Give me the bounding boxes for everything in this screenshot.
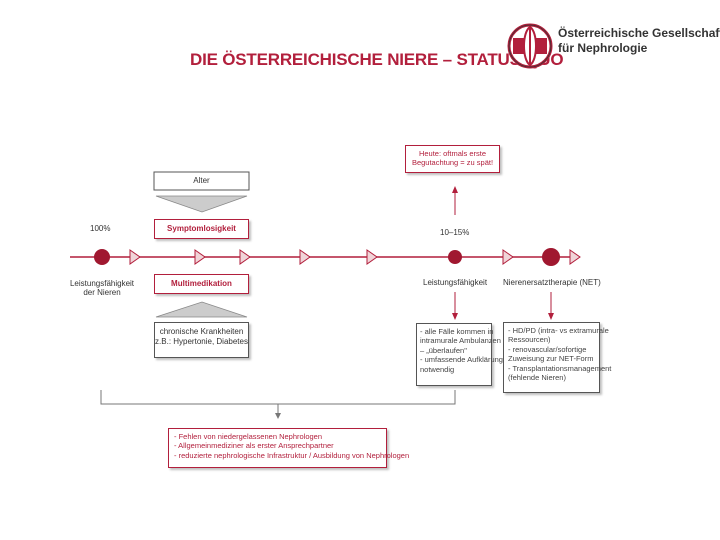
timeline-arrow-7: [569, 249, 581, 265]
logo-text-line1: Österreichische Gesellschaft: [558, 26, 720, 40]
alter-box-shape: [153, 171, 250, 191]
alter-label: Alter: [193, 176, 210, 185]
logo-text-line2: für Nephrologie: [558, 41, 648, 55]
start-percent-label: 100%: [90, 224, 111, 233]
timeline-arrow-6: [502, 249, 514, 265]
timeline-arrow-3: [239, 249, 251, 265]
node-start: [94, 249, 110, 265]
multimedikation-label: Multimedikation: [171, 279, 232, 288]
bracket: [100, 390, 456, 405]
mid-capacity-label: Leistungsfähigkeit: [423, 278, 488, 287]
timeline-arrow-1: [129, 249, 141, 265]
heute-box: Heute: oftmals erste Begutachtung = zu s…: [405, 145, 500, 173]
start-capacity-label: Leistungsfähigkeit der Nieren: [69, 279, 135, 297]
nephrology-society-logo: [507, 23, 553, 69]
node-mid: [448, 250, 462, 264]
bracket-arrowhead: [275, 413, 281, 419]
timeline-arrow-5: [366, 249, 378, 265]
chronic-chevron-up: [155, 301, 248, 318]
node-end: [542, 248, 560, 266]
end-down-arrowhead: [548, 313, 554, 320]
mid-down-arrowhead: [452, 313, 458, 320]
chronic-diseases-box: chronische Krankheiten z.B.: Hypertonie,…: [154, 322, 249, 358]
mid-details-box: - alle Fälle kommen in intramurale Ambul…: [416, 323, 503, 386]
bottom-summary-box: - Fehlen von niedergelassenen Nephrologe…: [168, 428, 409, 468]
timeline-arrow-4: [299, 249, 311, 265]
mid-up-arrowhead: [452, 186, 458, 193]
multimedikation-box: Multimedikation: [154, 274, 249, 294]
mid-percent-label: 10–15%: [440, 228, 470, 237]
end-therapy-label: Nierenersatztherapie (NET): [503, 278, 601, 287]
symptomlosigkeit-label: Symptomlosigkeit: [167, 224, 236, 233]
slide-title: DIE ÖSTERREICHISCHE NIERE – STATUS QUO: [190, 50, 564, 69]
symptomlosigkeit-box: Symptomlosigkeit: [154, 219, 249, 239]
alter-chevron-down: [155, 195, 248, 213]
end-details-box: - HD/PD (intra- vs extramurale Ressource…: [503, 322, 611, 393]
timeline-arrow-2: [194, 249, 206, 265]
